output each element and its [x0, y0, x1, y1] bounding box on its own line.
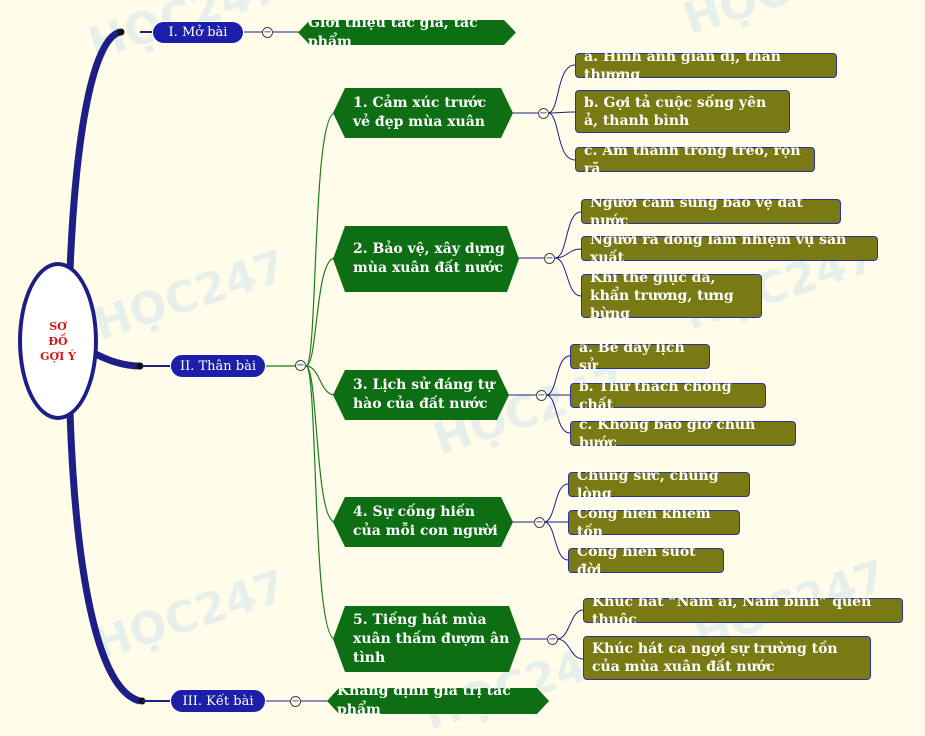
collapse-icon[interactable]: − — [536, 389, 547, 401]
leaf-1a[interactable]: a. Hình ảnh giản dị, thân thương — [575, 49, 837, 83]
leaf-5b[interactable]: Khúc hát ca ngợi sự trường tồn của mùa x… — [583, 636, 871, 680]
leaf-label: c. Âm thanh trong trẻo, rộn rã — [584, 142, 801, 177]
leaf-label: b. Gợi tả cuộc sống yên ả, thanh bình — [584, 94, 767, 129]
topic-5-label: 5. Tiếng hát mùa xuân thấm đượm ân tình — [353, 611, 510, 666]
leaf-label: b. Thử thách chồng chất — [579, 378, 732, 413]
collapse-icon[interactable]: − — [290, 695, 301, 707]
watermark: HỌC247 — [88, 561, 292, 671]
leaf-label: Người cầm súng bảo vệ đất nước — [590, 194, 803, 229]
leaf-label: Chung sức, chung lòng — [577, 467, 719, 502]
ket-bai-child[interactable]: Khẳng định giá trị tác phẩm — [327, 688, 549, 714]
leaf-4a[interactable]: Chung sức, chung lòng — [568, 468, 750, 502]
collapse-icon[interactable]: − — [538, 107, 549, 119]
section-than-bai[interactable]: II. Thân bài — [170, 354, 266, 378]
section-than-bai-label: II. Thân bài — [179, 358, 257, 374]
collapse-icon[interactable]: − — [534, 516, 545, 528]
leaf-1b[interactable]: b. Gợi tả cuộc sống yên ả, thanh bình — [575, 90, 790, 133]
section-mo-bai-label: I. Mở bài — [168, 25, 228, 40]
leaf-2a[interactable]: Người cầm súng bảo vệ đất nước — [581, 195, 841, 229]
collapse-icon[interactable]: − — [295, 359, 306, 371]
section-ket-bai-label: III. Kết bài — [182, 693, 254, 709]
collapse-icon[interactable]: − — [262, 26, 273, 38]
topic-5[interactable]: 5. Tiếng hát mùa xuân thấm đượm ân tình — [333, 606, 521, 672]
leaf-label: Người ra đồng làm nhiệm vụ sản xuất — [590, 231, 847, 266]
collapse-icon[interactable]: − — [547, 633, 558, 645]
root-node: SƠ ĐỒ GỢI Ý — [18, 262, 98, 420]
leaf-4c[interactable]: Cống hiến suốt đời — [568, 544, 724, 578]
topic-1-label: 1. Cảm xúc trước vẻ đẹp mùa xuân — [353, 95, 487, 130]
topic-1[interactable]: 1. Cảm xúc trước vẻ đẹp mùa xuân — [333, 88, 513, 138]
leaf-label: Cống hiến suốt đời — [577, 543, 696, 578]
mo-bai-child[interactable]: Giới thiệu tác giả, tác phẩm — [298, 20, 516, 45]
leaf-label: a. Bề dày lịch sử — [579, 339, 685, 374]
leaf-label: Khí thế giục dã, khẩn trương, tưng bừng — [590, 270, 734, 322]
watermark: HỌC247 — [88, 241, 292, 351]
watermark: HỌC247 — [678, 0, 882, 45]
collapse-icon[interactable]: − — [544, 252, 555, 264]
root-label: SƠ ĐỒ GỢI Ý — [40, 319, 76, 363]
leaf-label: Khúc hát ca ngợi sự trường tồn của mùa x… — [592, 641, 838, 675]
leaf-3c[interactable]: c. Không bao giờ chùn bước — [570, 417, 796, 451]
leaf-2c[interactable]: Khí thế giục dã, khẩn trương, tưng bừng — [581, 270, 762, 322]
leaf-label: Cống hiến khiêm tốn — [577, 505, 711, 540]
topic-2[interactable]: 2. Bảo vệ, xây dựng mùa xuân đất nước — [333, 226, 519, 292]
section-ket-bai[interactable]: III. Kết bài — [170, 689, 266, 713]
leaf-1c[interactable]: c. Âm thanh trong trẻo, rộn rã — [575, 143, 815, 177]
leaf-4b[interactable]: Cống hiến khiêm tốn — [568, 506, 740, 540]
section-mo-bai[interactable]: I. Mở bài — [152, 21, 244, 44]
leaf-2b[interactable]: Người ra đồng làm nhiệm vụ sản xuất — [581, 232, 878, 266]
topic-4-label: 4. Sự cống hiến của mỗi con người — [353, 504, 498, 539]
leaf-3a[interactable]: a. Bề dày lịch sử — [570, 340, 710, 374]
topic-4[interactable]: 4. Sự cống hiến của mỗi con người — [333, 497, 513, 547]
topic-2-label: 2. Bảo vệ, xây dựng mùa xuân đất nước — [353, 241, 505, 276]
leaf-label: a. Hình ảnh giản dị, thân thương — [584, 48, 781, 83]
leaf-5a[interactable]: Khúc hát “Nam ai, Nam bình” quen thuộc — [583, 594, 903, 628]
leaf-label: Khúc hát “Nam ai, Nam bình” quen thuộc — [592, 593, 872, 628]
topic-3-label: 3. Lịch sử đáng tự hào của đất nước — [353, 377, 495, 412]
leaf-label: c. Không bao giờ chùn bước — [579, 416, 756, 451]
topic-3[interactable]: 3. Lịch sử đáng tự hào của đất nước — [333, 370, 509, 420]
leaf-3b[interactable]: b. Thử thách chồng chất — [570, 379, 766, 413]
